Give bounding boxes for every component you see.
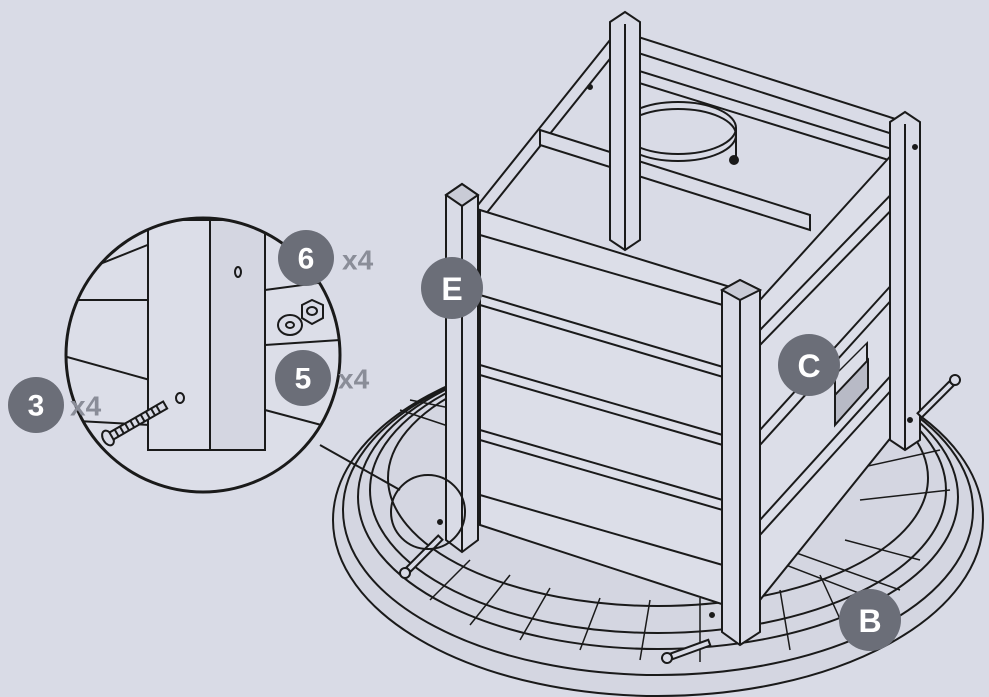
hardware-part-3: 3 <box>28 390 45 423</box>
nut-icon <box>301 298 324 326</box>
base-slats <box>399 399 951 662</box>
part-label-e: E <box>441 271 462 307</box>
hardware-badge-6: 6 x4 <box>278 230 374 286</box>
part-badge-c: C <box>778 334 840 396</box>
hardware-qty-3: x4 <box>70 391 102 422</box>
box-interior <box>467 26 906 240</box>
part-label-b: B <box>858 603 881 639</box>
hardware-qty-6: x4 <box>342 245 374 276</box>
zoom-detail <box>64 216 342 494</box>
part-badge-e: E <box>421 257 483 319</box>
washer-icon <box>277 314 303 336</box>
bolt-icon <box>399 374 961 664</box>
hardware-part-5: 5 <box>295 363 312 396</box>
part-e-front-panel <box>479 208 741 612</box>
hardware-part-6: 6 <box>298 243 315 276</box>
hardware-qty-5: x4 <box>338 364 370 395</box>
detail-callout <box>319 444 466 550</box>
hardware-badge-5: 5 x4 <box>275 350 370 406</box>
hardware-badge-3: 3 x4 <box>8 377 102 433</box>
part-badge-b: B <box>839 589 901 651</box>
part-label-c: C <box>797 348 820 384</box>
